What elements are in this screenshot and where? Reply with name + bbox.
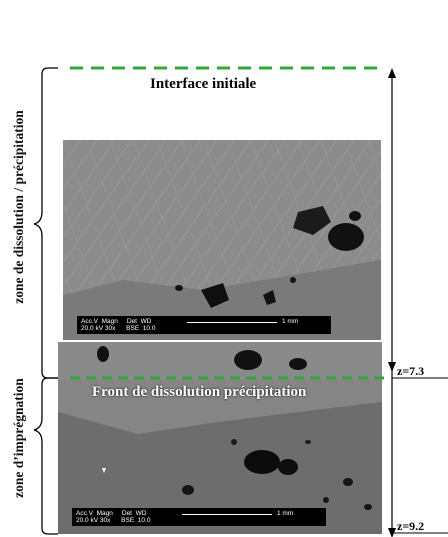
sem-texture-top <box>63 140 381 340</box>
scale-label: 1 mm <box>282 318 299 325</box>
arrow-up-icon <box>388 68 396 78</box>
sem-image-top: Acc.V Magn Det WD 20.0 kV 30x BSE 10.0 1… <box>63 140 381 340</box>
scale-line <box>182 514 272 515</box>
scalebar-line2: 20.0 kV 30x BSE 10.0 <box>76 517 151 524</box>
scalebar-line1: Acc.V Magn Det WD <box>81 318 152 325</box>
initial-interface-label: Interface initiale <box>150 76 257 92</box>
brace-bottom <box>33 377 58 535</box>
sem-scalebar-bottom: Acc.V Magn Det WD 20.0 kV 30x BSE 10.0 1… <box>72 508 326 526</box>
sem-image-bottom: Acc.V Magn Det WD 20.0 kV 30x BSE 10.0 1… <box>58 342 382 534</box>
scale-line <box>187 322 277 323</box>
scale-label: 1 mm <box>277 510 294 517</box>
sem-texture-bottom <box>58 342 382 534</box>
z-value-1: z=7.3 <box>397 364 425 378</box>
z-value-2: z=9.2 <box>397 519 425 533</box>
brace-top <box>33 67 58 379</box>
dissolution-front-label: Front de dissolution précipitation <box>92 384 307 400</box>
sem-scalebar-top: Acc.V Magn Det WD 20.0 kV 30x BSE 10.0 1… <box>77 316 331 334</box>
arrow-down-icon <box>388 362 396 372</box>
scalebar-line1: Acc.V Magn Det WD <box>76 510 147 517</box>
scalebar-line2: 20.0 kV 30x BSE 10.0 <box>81 325 156 332</box>
